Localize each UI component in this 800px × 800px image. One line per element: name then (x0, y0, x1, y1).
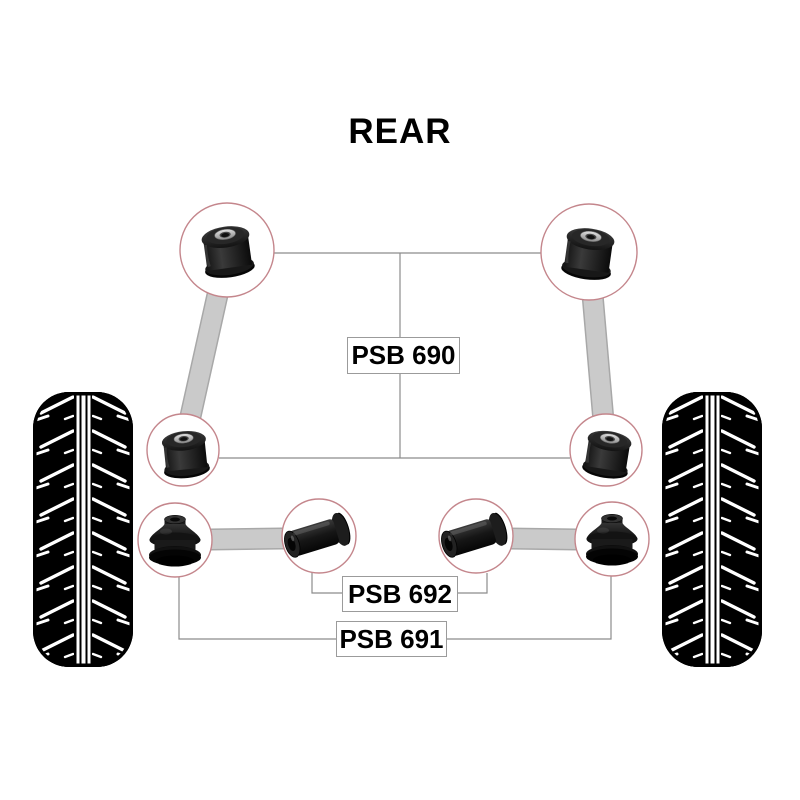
part-number-psb691: PSB 691 (339, 623, 444, 654)
leader-lines (178, 252, 612, 640)
part-label-box-psb691: PSB 691 (336, 621, 447, 657)
tire-tread-icon-right (662, 392, 762, 667)
page-title: REAR (348, 112, 452, 151)
leader-psb691-right (447, 576, 612, 640)
tire-tread-icon-left (33, 392, 133, 667)
leader-psb692-right (458, 573, 488, 594)
part-number-psb692: PSB 692 (347, 578, 453, 609)
leader-psb692-left (311, 573, 342, 594)
part-number-psb690: PSB 690 (351, 340, 456, 370)
part-label-box-psb690: PSB 690 (347, 337, 460, 374)
leader-psb691-left (178, 577, 336, 640)
sleeve-bushing-icon-mid-left (158, 427, 213, 482)
part-label-box-psb692: PSB 692 (342, 576, 458, 612)
